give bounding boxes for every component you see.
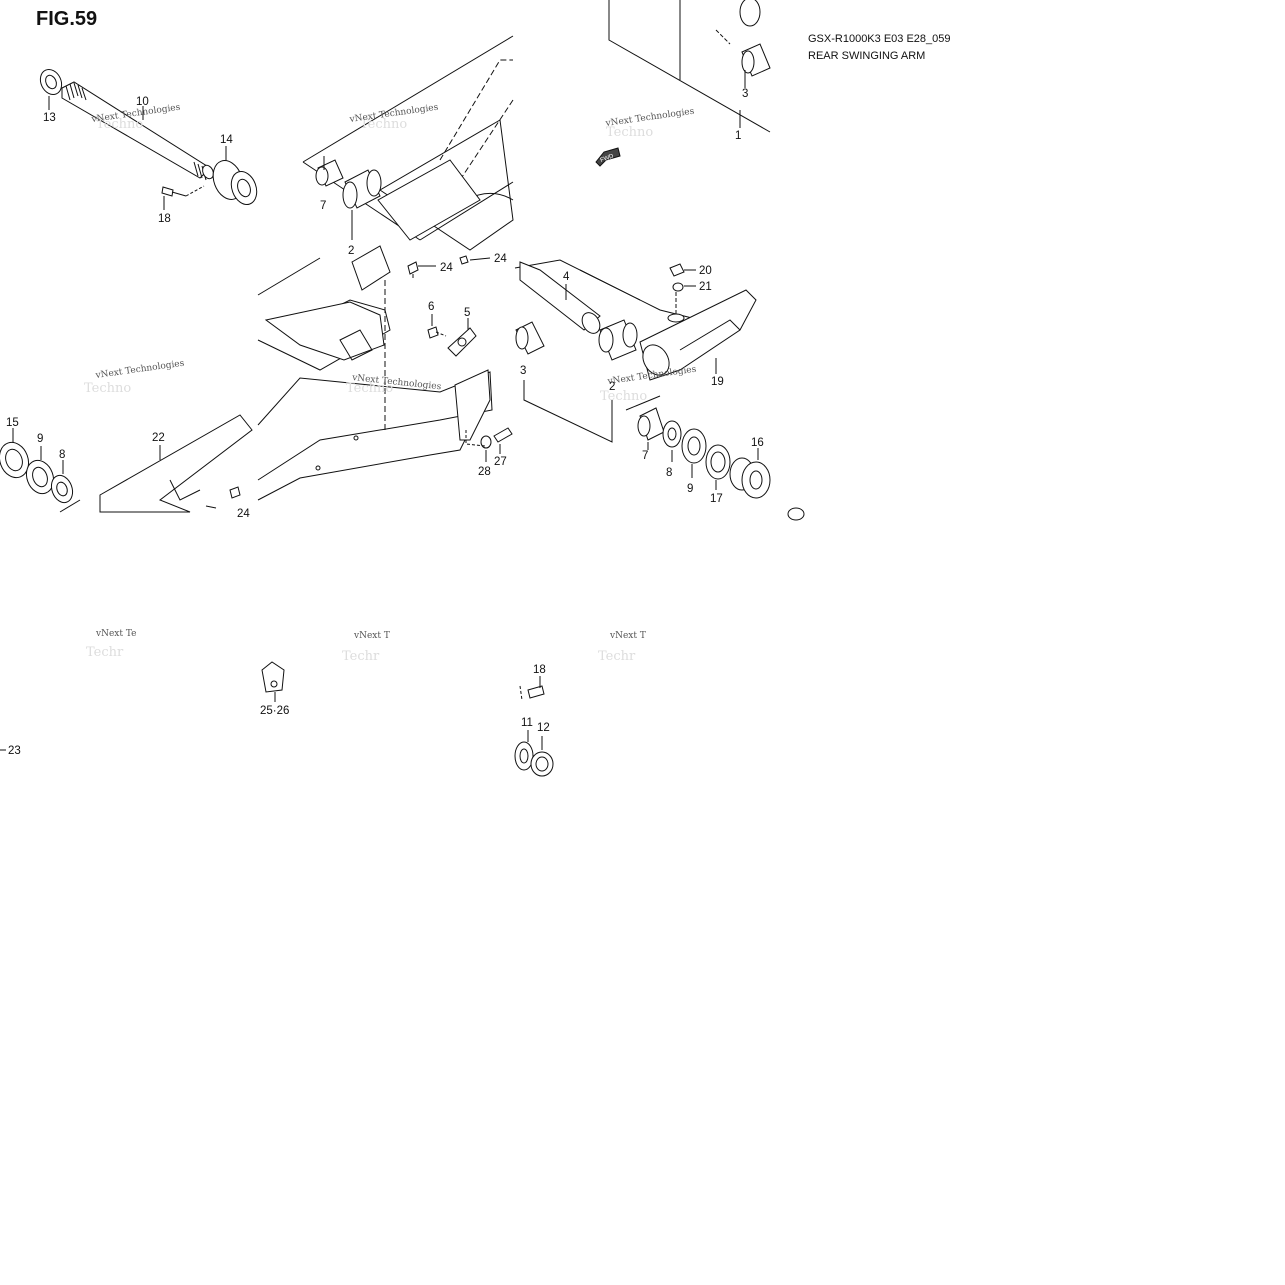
callout-25-26: 25·26 [260,705,289,717]
left-side-parts [0,414,253,513]
callout-3-lower: 3 [520,365,526,377]
seal-15 [0,441,30,479]
callout-22: 22 [152,432,165,444]
bolt-18-lower [519,685,545,701]
needle-bearing-3-lower [515,321,545,355]
fwd-arrow [595,147,621,167]
swing-arm-upper-view [302,35,514,291]
needle-bearing-2-upper [342,169,382,209]
swing-arm-right-view [595,0,771,167]
washer-28 [480,435,492,449]
pivot-nut-13 [39,68,63,96]
callout-1: 1 [735,130,741,142]
callout-labels: 13 10 14 18 7 2 24 24 3 1 4 20 21 6 5 3 … [6,88,764,757]
callout-4: 4 [563,271,570,283]
callout-9-right: 9 [687,483,693,495]
pivot-shaft-group [39,68,258,210]
nut-20 [669,263,696,277]
pivot-shaft-10 [61,81,214,181]
bushing-7-upper [315,159,344,187]
collar-12 [530,751,554,777]
bolt-18-top [161,185,205,197]
watermark-ghost-4: Techno [84,381,131,396]
callout-18-top: 18 [158,213,171,225]
watermark-ghost-7: Techr [86,645,124,660]
washer-11 [514,741,534,771]
pivot-right-side [514,259,805,521]
callout-24-b: 24 [494,253,507,265]
callout-12: 12 [537,722,550,734]
callout-21: 21 [699,281,712,293]
callout-8-left: 8 [59,449,65,461]
callout-6: 6 [428,301,434,313]
callout-5: 5 [464,307,470,319]
washer-21 [672,282,696,292]
washer-9-left [25,459,55,495]
callout-8-right: 8 [666,467,672,479]
watermark-ghost-2: Techno [360,117,407,132]
bolt-27 [493,427,513,443]
figure-subtitle: REAR SWINGING ARM [808,50,926,61]
watermark-ghost-9: Techr [598,649,636,664]
screw-24-lower [205,486,241,509]
callout-2-upper: 2 [348,245,354,257]
callout-16: 16 [751,437,764,449]
washer-9-right [681,428,707,464]
callout-3-upper: 3 [742,88,748,100]
needle-bearing-3-upper [741,43,771,77]
swing-arm-19 [639,289,757,381]
callout-10: 10 [136,96,149,108]
clip-24-b [459,255,469,265]
watermark-ghost-5: Techno [346,381,393,396]
clip-24-a [407,261,419,278]
pivot-collar-14 [212,160,258,205]
bracket-25-26 [261,661,285,693]
watermark-4: vNext Technologies [94,359,185,382]
fwd-label: FWD [600,153,616,164]
callout-7-lower: 7 [642,450,648,462]
callout-15: 15 [6,417,19,429]
callout-2-lower: 2 [609,381,615,393]
callout-28: 28 [478,466,491,478]
chain-cover-22 [99,414,253,513]
callout-18-lower: 18 [533,664,546,676]
watermark-ghost-8: Techr [342,649,380,664]
callout-27: 27 [494,456,507,468]
callout-19: 19 [711,376,724,388]
watermark-9: vNext T [609,631,646,641]
washer-8-left [50,474,74,504]
swing-arm-body [257,257,513,501]
callout-17: 17 [710,493,723,505]
bushing-7-lower [637,407,665,441]
watermark-ghost-3: Techno [606,125,653,140]
washer-8-right [662,420,682,448]
nut-16 [729,457,771,499]
spacer-tube-4 [519,261,601,334]
callout-11: 11 [521,717,533,729]
callout-20: 20 [699,265,712,277]
callout-24-a: 24 [440,262,453,274]
bolt-6 [427,326,447,339]
callout-9-left: 9 [37,433,43,445]
watermark-8: vNext T [353,631,390,641]
needle-bearing-2-lower [598,319,638,361]
watermark-ghost-1: Techno [96,117,143,132]
plate-5 [447,327,477,357]
seal-17 [705,444,731,480]
model-code: GSX-R1000K3 E03 E28_059 [808,33,951,45]
callout-14: 14 [220,134,233,146]
watermarks: Techno vNext Technologies Techno vNext T… [84,103,697,664]
callout-7-upper: 7 [320,200,326,212]
callout-13: 13 [43,112,56,124]
figure-title: FIG.59 [36,8,98,30]
lower-parts [0,661,554,777]
callout-24-c: 24 [237,508,250,520]
callout-23: 23 [8,745,21,757]
watermark-ghost-6: Techno [600,389,647,404]
watermark-7: vNext Te [95,629,136,639]
